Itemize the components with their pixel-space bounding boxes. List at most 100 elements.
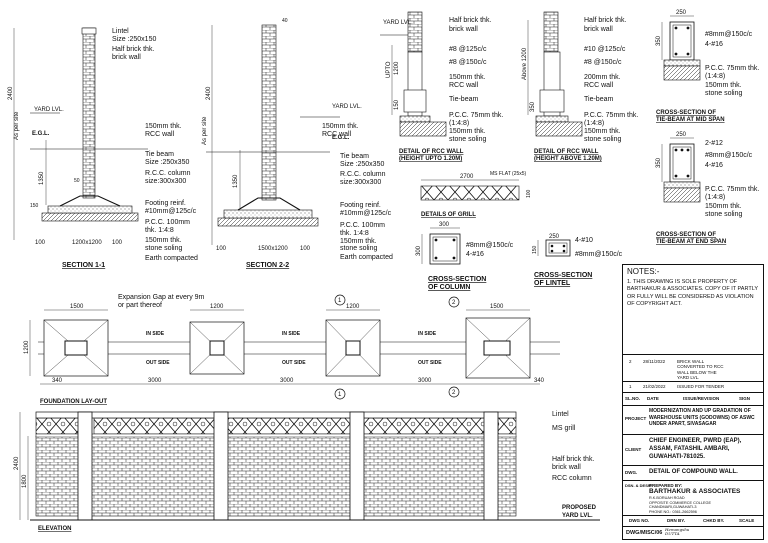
dim-1200-a: 1200: [210, 304, 224, 310]
label-rcc-wall: RCC wall: [145, 131, 175, 138]
revision-desc: BRICK WALL CONVERTED TO RCC WALL BELOW T…: [677, 359, 724, 381]
project-name: MODERNIZATION AND UP GRADATION OF WAREHO…: [649, 408, 755, 427]
label-lintel-size: Size :250x150: [112, 36, 156, 43]
label-tie-beam: Tie-beam: [449, 96, 478, 103]
label-lintel: Lintel: [112, 28, 129, 35]
client-line-3: GUWAHATI-781025.: [649, 453, 705, 460]
label-rcc-column: R.C.C. column: [340, 171, 386, 178]
revision-no: 2: [629, 359, 632, 364]
label-brick-wall: brick wall: [552, 464, 581, 471]
section-1-1-title: SECTION 1-1: [62, 262, 105, 269]
label-expansion-gap-2: or part thereof: [118, 302, 162, 309]
label-150-rcc: 150mm thk.: [145, 123, 182, 130]
label-soling: 150mm thk.: [705, 203, 742, 210]
client-label: CLIENT: [625, 447, 642, 452]
label-column-size: size:300x300: [340, 179, 381, 186]
tie-beam-end-title: CROSS-SECTION OF: [656, 232, 716, 238]
dim-1500-a: 1500: [70, 304, 84, 310]
dim-50: 50: [74, 178, 80, 184]
tie-beam-end-span: 250 350 2-#12 #8mm@150c/c 4-#16 P.C.C. 7…: [656, 132, 759, 245]
label-pcc: P.C.C. 75mm thk.: [449, 112, 503, 119]
dim-300-h: 300: [416, 245, 422, 256]
label-bars-1: #8 @125c/c: [449, 46, 487, 53]
notes-heading: NOTES:-: [627, 267, 660, 276]
label-half-brick: Half brick thk.: [449, 17, 491, 24]
column-title: CROSS-SECTION: [428, 276, 486, 283]
label-tie-beam-size: Size :250x350: [340, 161, 384, 168]
label-200-rcc: 200mm thk.: [584, 74, 621, 81]
label-top-bars: 2-#12: [705, 140, 723, 147]
section-2-2: 40 2400 1350 100 1500x1200 100 YARD LVL.…: [202, 18, 393, 269]
revision-no: 1: [629, 384, 632, 389]
dim-1200: 1200: [394, 61, 400, 75]
rcc-wall-2-subtitle: (HEIGHT ABOVE 1.20M): [534, 156, 602, 162]
label-yard-lvl: YARD LVL.: [383, 20, 413, 26]
label-inside-1: IN SIDE: [146, 331, 165, 337]
revision-desc: ISSUED FOR TENDER: [677, 384, 725, 389]
label-earth: Earth compacted: [340, 254, 393, 261]
label-150-rcc: 150mm thk.: [449, 74, 486, 81]
label-footing-bars: #10mm@125c/c: [340, 210, 392, 217]
dim-250: 250: [549, 234, 560, 240]
label-stone-soling: stone soling: [145, 245, 182, 252]
svg-text:1: 1: [338, 392, 342, 398]
label-stirrups: #8mm@150c/c: [705, 152, 753, 159]
dim-150: 150: [30, 203, 39, 209]
dim-250: 250: [676, 132, 687, 138]
label-soling: 150mm thk.: [705, 82, 742, 89]
svg-text:2: 2: [452, 390, 456, 396]
header-chkd-by: CHKD BY.: [703, 518, 725, 523]
label-half-brick: Half brick thk.: [584, 17, 626, 24]
firm-line-2: OPPOSITE COMMERCE COLLEGE: [649, 500, 712, 505]
label-soling: 150mm thk.: [449, 128, 486, 135]
client-row: CLIENT CHIEF ENGINEER, PWRD (EAP), ASSAM…: [623, 435, 763, 466]
label-tie-beam: Tie-beam: [584, 96, 613, 103]
header-sign: SIGN: [739, 396, 751, 401]
label-egl: E.G.L.: [332, 135, 350, 141]
dim-300-w: 300: [439, 222, 450, 228]
notes-body: 1. THIS DRAWING IS SOLE PROPERTY OF BART…: [627, 279, 758, 308]
label-main-bars: 4-#16: [705, 162, 723, 169]
section-1-1: 2400 1350 100 1200x1200 100 150 50 Linte…: [8, 27, 198, 269]
dwg-label: DWG.: [625, 470, 638, 475]
label-pcc-mix: (1:4:8): [705, 194, 725, 201]
grill-detail: 2700 MS FLAT (25x5) 100 DETAILS OF GRILL: [420, 171, 532, 218]
label-half-brick: Half brick thk.: [552, 456, 594, 463]
label-soling: 150mm thk.: [340, 238, 377, 245]
label-outside-1: OUT SIDE: [146, 360, 170, 366]
section-2-2-labels: YARD LVL. E.G.L. As per site 150mm thk. …: [202, 104, 393, 261]
label-footing-reinf: Footing reinf.: [145, 200, 186, 207]
label-outside-3: OUT SIDE: [418, 360, 442, 366]
revision-headers: SL.NO. DATE ISSUE/REVISION SIGN: [623, 394, 763, 404]
svg-text:2: 2: [452, 300, 456, 306]
dim-1200-b: 1200: [346, 304, 360, 310]
label-tie-beam: Tie beam: [340, 153, 369, 160]
label-brick-wall: brick wall: [449, 26, 478, 33]
label-pcc: P.C.C. 100mm: [145, 219, 190, 226]
label-proposed: PROPOSED: [562, 505, 597, 511]
svg-text:1: 1: [338, 298, 342, 304]
dim-2700: 2700: [460, 174, 474, 180]
dim-100: 100: [526, 189, 532, 198]
elevation: 2400 1800 Lintel MS grill Half brick thk…: [14, 411, 600, 532]
client-lines: CHIEF ENGINEER, PWRD (EAP), ASSAM, FATAS…: [649, 438, 741, 461]
section-2-2-title: SECTION 2-2: [246, 262, 289, 269]
label-main-bars: 4-#10: [575, 237, 593, 244]
dim-350: 350: [656, 35, 662, 46]
firm-line-4: PHONE NO.: 0361-2662596: [649, 509, 697, 514]
label-footing-reinf: Footing reinf.: [340, 202, 381, 209]
firm-block: PREPARED BY: BARTHAKUR & ASSOCIATES R.K.…: [649, 483, 740, 514]
title-block: NOTES:- 1. THIS DRAWING IS SOLE PROPERTY…: [622, 264, 764, 540]
header-date: DATE: [647, 396, 659, 401]
label-pcc-mix: thk. 1:4:8: [145, 227, 174, 234]
dim-250: 250: [676, 10, 687, 16]
label-outside-2: OUT SIDE: [282, 360, 306, 366]
label-soling: 150mm thk.: [145, 237, 182, 244]
revision-date: 21/02/2022: [643, 384, 666, 389]
header-dwg-no: DWG NO.: [629, 518, 650, 523]
elevation-grill-panels: [35, 417, 517, 435]
label-rcc-column: R.C.C. column: [145, 170, 191, 177]
drawn-by: Hemangshu DUTTA: [665, 527, 690, 537]
label-stone-soling: stone soling: [705, 211, 742, 218]
section-marker-1-top: 1: [334, 294, 346, 306]
